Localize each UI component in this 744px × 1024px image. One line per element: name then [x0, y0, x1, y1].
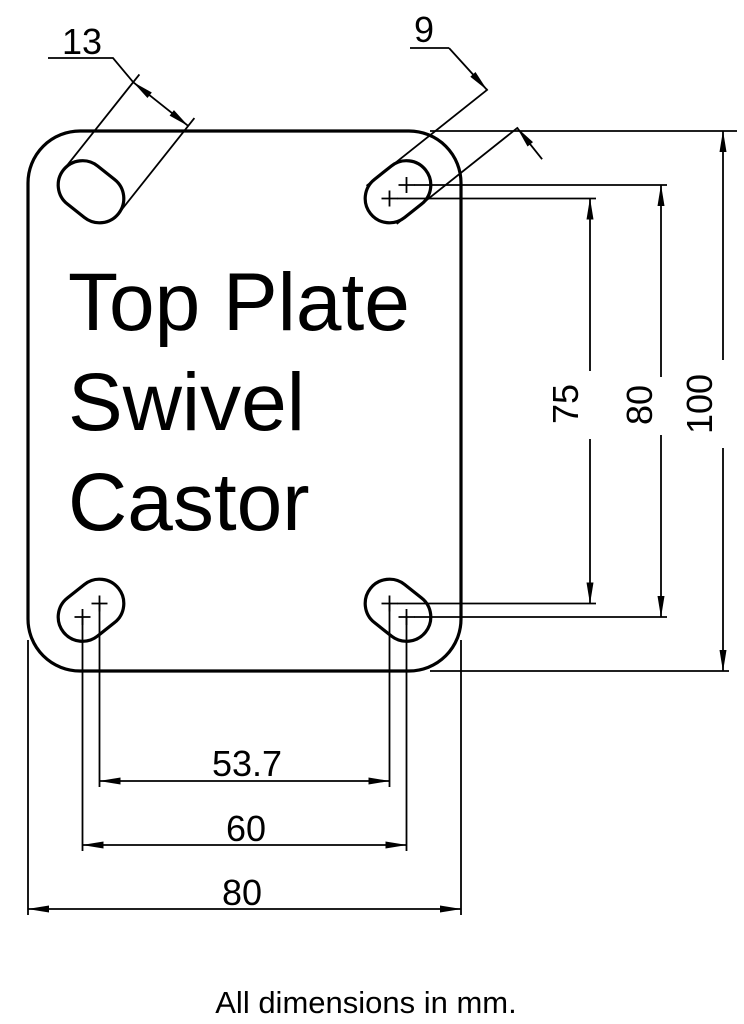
center-mark [398, 177, 415, 193]
dim-label-100: 100 [679, 374, 720, 434]
product-title: Top Plate Swivel Castor [68, 257, 410, 548]
extension-line [59, 73, 141, 176]
extension-line [114, 117, 196, 219]
title-line-3: Castor [68, 457, 310, 548]
dim-label-75: 75 [545, 384, 586, 424]
slot-top-left [56, 159, 126, 225]
dim-label-60: 60 [226, 808, 266, 849]
footer-note: All dimensions in mm. [215, 985, 516, 1020]
dim-label-80-width: 80 [222, 872, 262, 913]
title-line-2: Swivel [68, 357, 305, 448]
top-plate-outline [26, 129, 463, 673]
leader-9-arrow [448, 47, 488, 91]
dimension-lines [27, 81, 727, 913]
title-line-1: Top Plate [68, 257, 410, 348]
dim-label-slot-length: 13 [62, 21, 102, 62]
leader-13 [48, 57, 134, 83]
extension-line [365, 88, 489, 187]
center-mark [381, 190, 398, 207]
leader-lines [48, 47, 543, 160]
extension-line [396, 126, 519, 225]
bolt-slots [56, 159, 433, 643]
dim-line-13 [132, 81, 189, 127]
extension-lines [27, 73, 737, 915]
dim-9-outside-arrow [516, 127, 543, 160]
slot-bottom-left [56, 577, 126, 643]
dim-label-53-7: 53.7 [212, 743, 282, 784]
dim-label-80-vertical: 80 [619, 385, 660, 425]
slot-bottom-right [363, 577, 433, 643]
slot-top-right [363, 159, 433, 225]
dim-label-slot-width: 9 [414, 9, 434, 50]
